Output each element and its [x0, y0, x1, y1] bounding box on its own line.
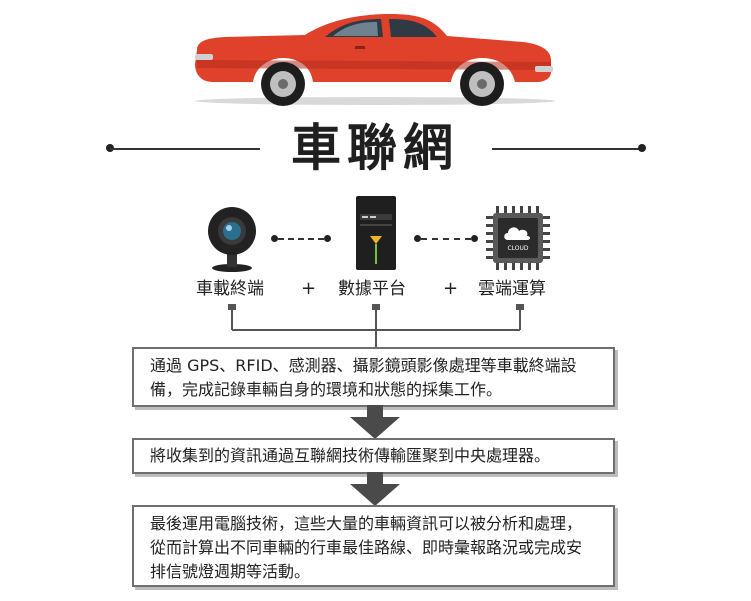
- connector-dot: [271, 235, 278, 242]
- plus-sign: +: [301, 278, 317, 299]
- step-text: 將收集到的資訊通過互聯網技術傳輸匯聚到中央處理器。: [150, 446, 551, 465]
- dashed-connector-right: [421, 238, 471, 240]
- dashed-connector-left: [278, 238, 324, 240]
- cloud-chip-icon: CLOUD: [486, 206, 550, 270]
- connector-dot: [414, 235, 421, 242]
- title-right-dot: [638, 144, 646, 152]
- node-label-terminal: 車載終端: [196, 279, 264, 299]
- step-box-transmit: 將收集到的資訊通過互聯網技術傳輸匯聚到中央處理器。: [132, 438, 615, 474]
- server-tower-icon: [356, 196, 396, 270]
- down-arrow: [350, 472, 400, 506]
- down-arrow: [350, 405, 400, 439]
- title-right-line: [492, 148, 642, 150]
- node-label-platform: 數據平台: [338, 279, 406, 299]
- plus-sign: +: [443, 278, 459, 299]
- merge-bracket: [228, 304, 524, 350]
- node-label-cloud: 雲端運算: [478, 279, 546, 299]
- page-title: 車聯網: [291, 119, 459, 177]
- car-illustration: [195, 14, 555, 106]
- step-text: 通過 GPS、RFID、感測器、攝影鏡頭影像處理等車載終端設備，完成記錄車輛自身…: [150, 356, 577, 399]
- step-text: 最後運用電腦技術，這些大量的車輛資訊可以被分析和處理，從而計算出不同車輛的行車最…: [150, 514, 583, 581]
- connector-dot: [324, 235, 331, 242]
- step-box-analyze: 最後運用電腦技術，這些大量的車輛資訊可以被分析和處理，從而計算出不同車輛的行車最…: [132, 505, 615, 587]
- camera-icon: [208, 207, 256, 272]
- title-left-line: [110, 148, 260, 150]
- chip-label: CLOUD: [507, 245, 528, 252]
- step-box-collect: 通過 GPS、RFID、感測器、攝影鏡頭影像處理等車載終端設備，完成記錄車輛自身…: [132, 347, 615, 407]
- connector-dot: [471, 235, 478, 242]
